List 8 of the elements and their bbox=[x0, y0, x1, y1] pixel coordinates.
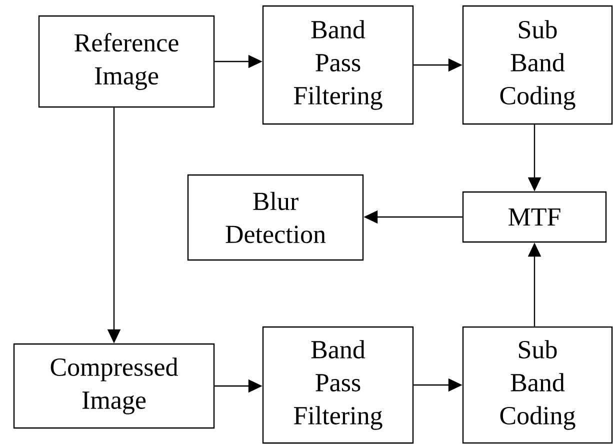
process-box: Blur Detection bbox=[187, 174, 364, 261]
process-box: Band Pass Filtering bbox=[262, 326, 414, 444]
process-box: Band Pass Filtering bbox=[262, 5, 414, 125]
process-box: Sub Band Coding bbox=[462, 5, 613, 125]
process-box: Sub Band Coding bbox=[462, 326, 613, 444]
process-box: Reference Image bbox=[38, 15, 215, 108]
process-box: MTF bbox=[462, 191, 607, 243]
process-box: Compressed Image bbox=[13, 343, 215, 429]
